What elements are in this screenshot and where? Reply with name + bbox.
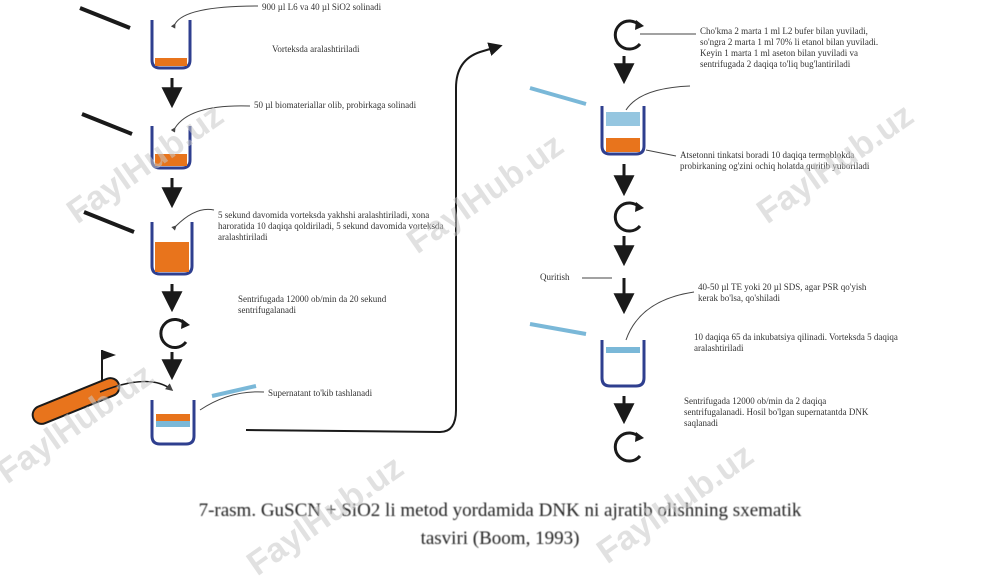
centrifuge-icon — [613, 431, 644, 463]
centrifuge-icon — [613, 19, 644, 51]
note-incubation: 10 daqiqa 65 da inkubatsiya qilinadi. Vo… — [694, 332, 898, 353]
pipette-icon — [79, 6, 131, 30]
note-discard: Supernatant to'kib tashlanadi — [268, 388, 373, 398]
figure-caption-line2: tasviri (Boom, 1993) — [420, 528, 580, 549]
protocol-diagram — [31, 5, 696, 463]
note-drying: Quritish — [540, 272, 570, 282]
pipette-icon — [529, 86, 587, 106]
test-tube-step4 — [150, 400, 196, 446]
note-centrifuge1: Sentrifugada 12000 ob/min da 20 sekund s… — [238, 294, 387, 315]
test-tube-step1 — [150, 20, 192, 70]
pipette-icon — [81, 112, 133, 136]
test-tube-wash — [600, 106, 646, 156]
centrifuge-icon — [159, 318, 190, 349]
pipette-icon — [529, 322, 587, 336]
test-tube-step2 — [150, 126, 192, 170]
test-tube-elute — [600, 340, 646, 388]
centrifuge-icon — [613, 201, 644, 233]
note-dry-acetone: Atsetonni tinkatsi boradi 10 daqiqa term… — [680, 150, 870, 171]
note-te-buffer: 40-50 µl TE yoki 20 µl SDS, agar PSR qo'… — [698, 282, 867, 303]
note-step1: 900 µl L6 va 40 µl SiO2 solinadi — [262, 2, 382, 12]
pipette-icon — [211, 384, 257, 398]
test-tube-step3 — [150, 222, 194, 276]
note-wash: Cho'kma 2 marta 1 ml L2 bufer bilan yuvi… — [700, 26, 879, 69]
note-step3: 5 sekund davomida vorteksda yakhshi aral… — [218, 210, 444, 242]
figure-caption-line1: 7-rasm. GuSCN + SiO2 li metod yordamida … — [198, 500, 802, 521]
note-final-centrifuge: Sentrifugada 12000 ob/min da 2 daqiqa se… — [684, 396, 869, 428]
note-step2: 50 µl biomateriallar olib, probirkaga so… — [254, 100, 417, 110]
note-vortex: Vorteksda aralashtiriladi — [272, 44, 360, 54]
test-tube-discard — [31, 377, 121, 425]
flag-icon — [101, 350, 116, 384]
pipette-icon — [83, 210, 135, 234]
